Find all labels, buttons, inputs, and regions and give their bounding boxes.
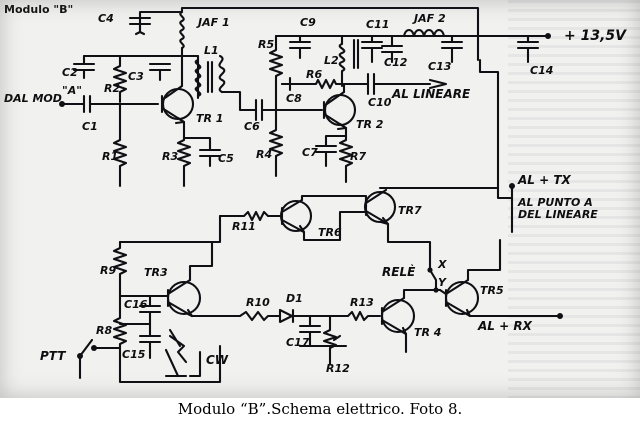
component-labels: C4 C2 C3 R2 C1 R1 R3 JAF 1 L1 TR 1 C5 C6… xyxy=(62,12,553,375)
label-l2: L2 xyxy=(324,54,339,67)
photo-vignette xyxy=(0,0,640,398)
label-r8: R8 xyxy=(96,324,112,337)
label-al-tx: AL + TX xyxy=(517,173,572,187)
label-c2: C2 xyxy=(62,66,78,79)
label-c8: C8 xyxy=(286,92,302,105)
label-l1: L1 xyxy=(204,44,219,57)
label-r10: R10 xyxy=(246,296,270,309)
label-input-a: "A" xyxy=(62,84,82,97)
label-r4: R4 xyxy=(256,148,272,161)
label-c11: C11 xyxy=(366,18,389,31)
schematic-photo: C4 C2 C3 R2 C1 R1 R3 JAF 1 L1 TR 1 C5 C6… xyxy=(0,0,640,398)
module-title: Modulo "B" xyxy=(4,3,74,16)
wiring xyxy=(59,6,563,384)
label-c7: C7 xyxy=(302,146,318,159)
label-c10: C10 xyxy=(368,96,392,109)
label-c5: C5 xyxy=(218,152,234,165)
label-r5: R5 xyxy=(258,38,274,51)
label-c6: C6 xyxy=(244,120,260,133)
label-c12: C12 xyxy=(384,56,408,69)
label-r11: R11 xyxy=(232,220,256,233)
label-r6: R6 xyxy=(306,68,322,81)
label-c16: C16 xyxy=(124,298,148,311)
label-c9: C9 xyxy=(300,16,316,29)
label-c1: C1 xyxy=(82,120,98,133)
label-c14: C14 xyxy=(530,64,553,77)
label-contact-y: Y xyxy=(438,276,447,289)
label-r12: R12 xyxy=(326,362,350,375)
label-tr3: TR3 xyxy=(144,266,168,279)
label-al-rx: AL + RX xyxy=(477,319,533,333)
label-jaf1: JAF 1 xyxy=(196,16,230,29)
label-al-punto-a-1: AL PUNTO A xyxy=(517,196,593,209)
label-c13: C13 xyxy=(428,60,452,73)
label-al-lineare: AL LINEARE xyxy=(391,87,471,101)
label-tr7: TR7 xyxy=(398,204,422,217)
label-tr5: TR5 xyxy=(480,284,504,297)
label-c3: C3 xyxy=(128,70,144,83)
background-text-bleed xyxy=(508,0,640,398)
label-jaf2: JAF 2 xyxy=(412,12,446,25)
circuit-schematic: C4 C2 C3 R2 C1 R1 R3 JAF 1 L1 TR 1 C5 C6… xyxy=(4,6,627,384)
label-dal-mod: DAL MOD xyxy=(4,92,62,105)
label-contact-x: X xyxy=(437,258,447,271)
label-r7: R7 xyxy=(350,150,366,163)
label-d1: D1 xyxy=(286,292,303,305)
label-r2: R2 xyxy=(104,82,120,95)
label-c4: C4 xyxy=(98,12,114,25)
connection-labels: DAL MOD "A" AL LINEARE + 13,5V AL + TX A… xyxy=(4,28,627,367)
figure-caption: Modulo “B”.Schema elettrico. Foto 8. xyxy=(177,400,463,418)
label-tr4: TR 4 xyxy=(414,326,441,339)
label-c17: C17 xyxy=(286,336,310,349)
label-r1: R1 xyxy=(102,150,118,163)
label-ptt: PTT xyxy=(40,349,66,363)
label-r9: R9 xyxy=(100,264,116,277)
label-c15: C15 xyxy=(122,348,146,361)
label-r13: R13 xyxy=(350,296,374,309)
label-rele: RELÈ xyxy=(382,264,416,279)
label-tr1: TR 1 xyxy=(196,112,223,125)
label-r3: R3 xyxy=(162,150,178,163)
label-al-punto-a-2: DEL LINEARE xyxy=(518,208,598,221)
label-supply-voltage: + 13,5V xyxy=(564,28,627,44)
label-cw: CW xyxy=(206,353,229,367)
label-tr6: TR6 xyxy=(318,226,342,239)
label-tr2: TR 2 xyxy=(356,118,384,131)
